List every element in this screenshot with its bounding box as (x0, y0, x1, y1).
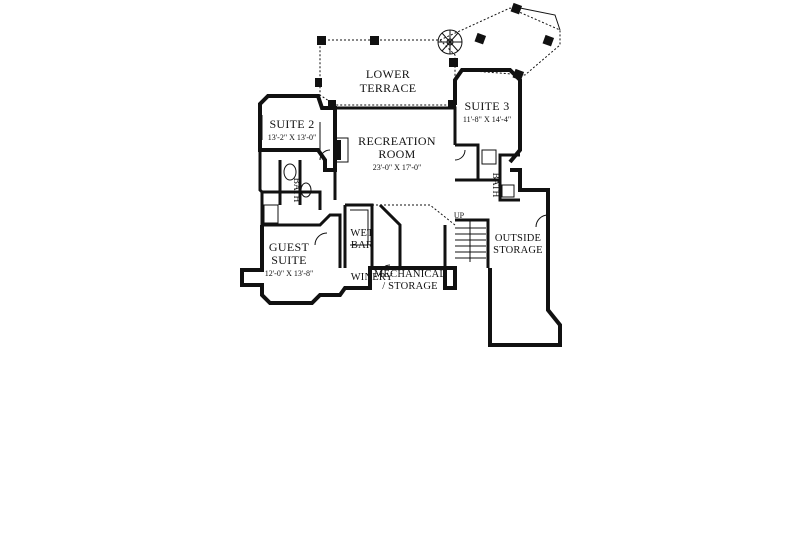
stair-treads (455, 220, 486, 262)
room-label-suite-3: SUITE 3 11'-8" X 14'-4" (463, 99, 511, 124)
room-label-winery: WINERY (351, 272, 394, 283)
svg-text:/ STORAGE: / STORAGE (382, 281, 438, 292)
svg-text:ROOM: ROOM (378, 147, 415, 161)
room-label-guest-suite: GUEST SUITE 12'-0" X 13'-8" (265, 240, 314, 278)
room-label-mechanical-storage: MECHANICAL / STORAGE (374, 269, 446, 292)
svg-text:SUITE: SUITE (271, 253, 307, 267)
svg-text:GUEST: GUEST (269, 240, 310, 254)
svg-text:OUTSIDE: OUTSIDE (495, 233, 541, 244)
svg-text:BAR: BAR (351, 240, 373, 251)
svg-text:RECREATION: RECREATION (358, 134, 436, 148)
room-label-suite-2: SUITE 2 13'-2" X 13'-0" (268, 117, 317, 142)
svg-text:WET: WET (350, 228, 374, 239)
svg-text:23'-0" X 17'-0": 23'-0" X 17'-0" (373, 163, 422, 172)
svg-text:12'-0" X 13'-8": 12'-0" X 13'-8" (265, 269, 314, 278)
room-label-wet-bar: WET BAR (350, 228, 374, 251)
room-label-lower-terrace: LOWER TERRACE (360, 67, 417, 95)
svg-text:STORAGE: STORAGE (493, 245, 543, 256)
interior-walls (261, 69, 549, 276)
svg-text:11'-8" X 14'-4": 11'-8" X 14'-4" (463, 115, 511, 124)
svg-text:SUITE 3: SUITE 3 (464, 99, 509, 113)
room-label-bath-left: BATH (291, 178, 301, 203)
svg-text:LOWER: LOWER (366, 67, 410, 81)
exterior-walls (240, 68, 562, 347)
room-label-recreation-room: RECREATION ROOM 23'-0" X 17'-0" (358, 134, 436, 172)
svg-text:TERRACE: TERRACE (360, 81, 417, 95)
svg-text:MECHANICAL: MECHANICAL (374, 269, 446, 280)
svg-text:SUITE 2: SUITE 2 (269, 117, 314, 131)
stair-up-label: UP (454, 211, 465, 220)
room-label-bath-right: BATH (490, 173, 500, 198)
room-label-outside-storage: OUTSIDE STORAGE (493, 233, 543, 256)
svg-text:13'-2" X 13'-0": 13'-2" X 13'-0" (268, 133, 317, 142)
spiral-stair (437, 29, 463, 55)
